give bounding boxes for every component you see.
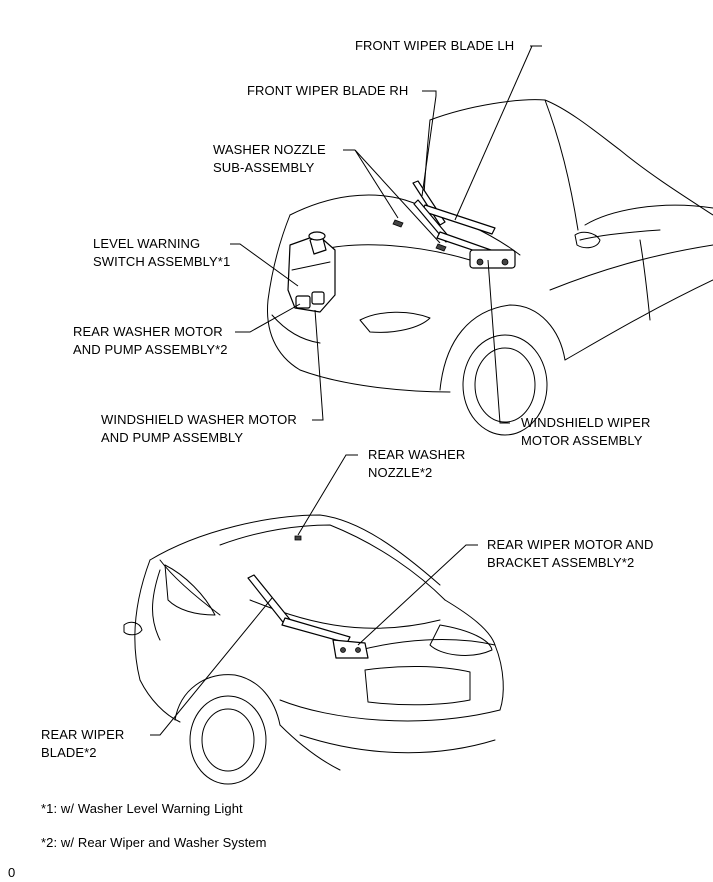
page-marker: 0 xyxy=(8,865,16,880)
front-leader-lines xyxy=(230,45,542,424)
label-front-wiper-blade-rh: FRONT WIPER BLADE RH xyxy=(247,83,409,98)
label-rear-wiper-motor-bracket: REAR WIPER MOTOR AND BRACKET ASSEMBLY*2 xyxy=(487,537,654,570)
rear-wiper-parts xyxy=(247,535,369,659)
front-wiper-parts xyxy=(392,180,516,269)
label-rear-washer-motor-pump: REAR WASHER MOTOR AND PUMP ASSEMBLY*2 xyxy=(73,324,228,357)
label-front-wiper-blade-lh: FRONT WIPER BLADE LH xyxy=(355,38,515,53)
label-washer-nozzle: WASHER NOZZLE SUB-ASSEMBLY xyxy=(213,142,326,175)
label-windshield-wiper-motor: WINDSHIELD WIPER MOTOR ASSEMBLY xyxy=(521,415,651,448)
footnote-1: *1: w/ Washer Level Warning Light xyxy=(41,801,243,816)
rear-leader-lines xyxy=(150,454,478,736)
rear-car-outline xyxy=(123,514,504,785)
label-windshield-washer-motor-pump: WINDSHIELD WASHER MOTOR AND PUMP ASSEMBL… xyxy=(101,412,297,445)
footnote-2: *2: w/ Rear Wiper and Washer System xyxy=(41,835,267,850)
front-car-outline xyxy=(266,99,713,436)
label-level-warning-switch: LEVEL WARNING SWITCH ASSEMBLY*1 xyxy=(93,236,231,269)
label-rear-wiper-blade: REAR WIPER BLADE*2 xyxy=(41,727,125,760)
label-rear-washer-nozzle: REAR WASHER NOZZLE*2 xyxy=(368,447,466,480)
washer-tank xyxy=(287,231,336,313)
